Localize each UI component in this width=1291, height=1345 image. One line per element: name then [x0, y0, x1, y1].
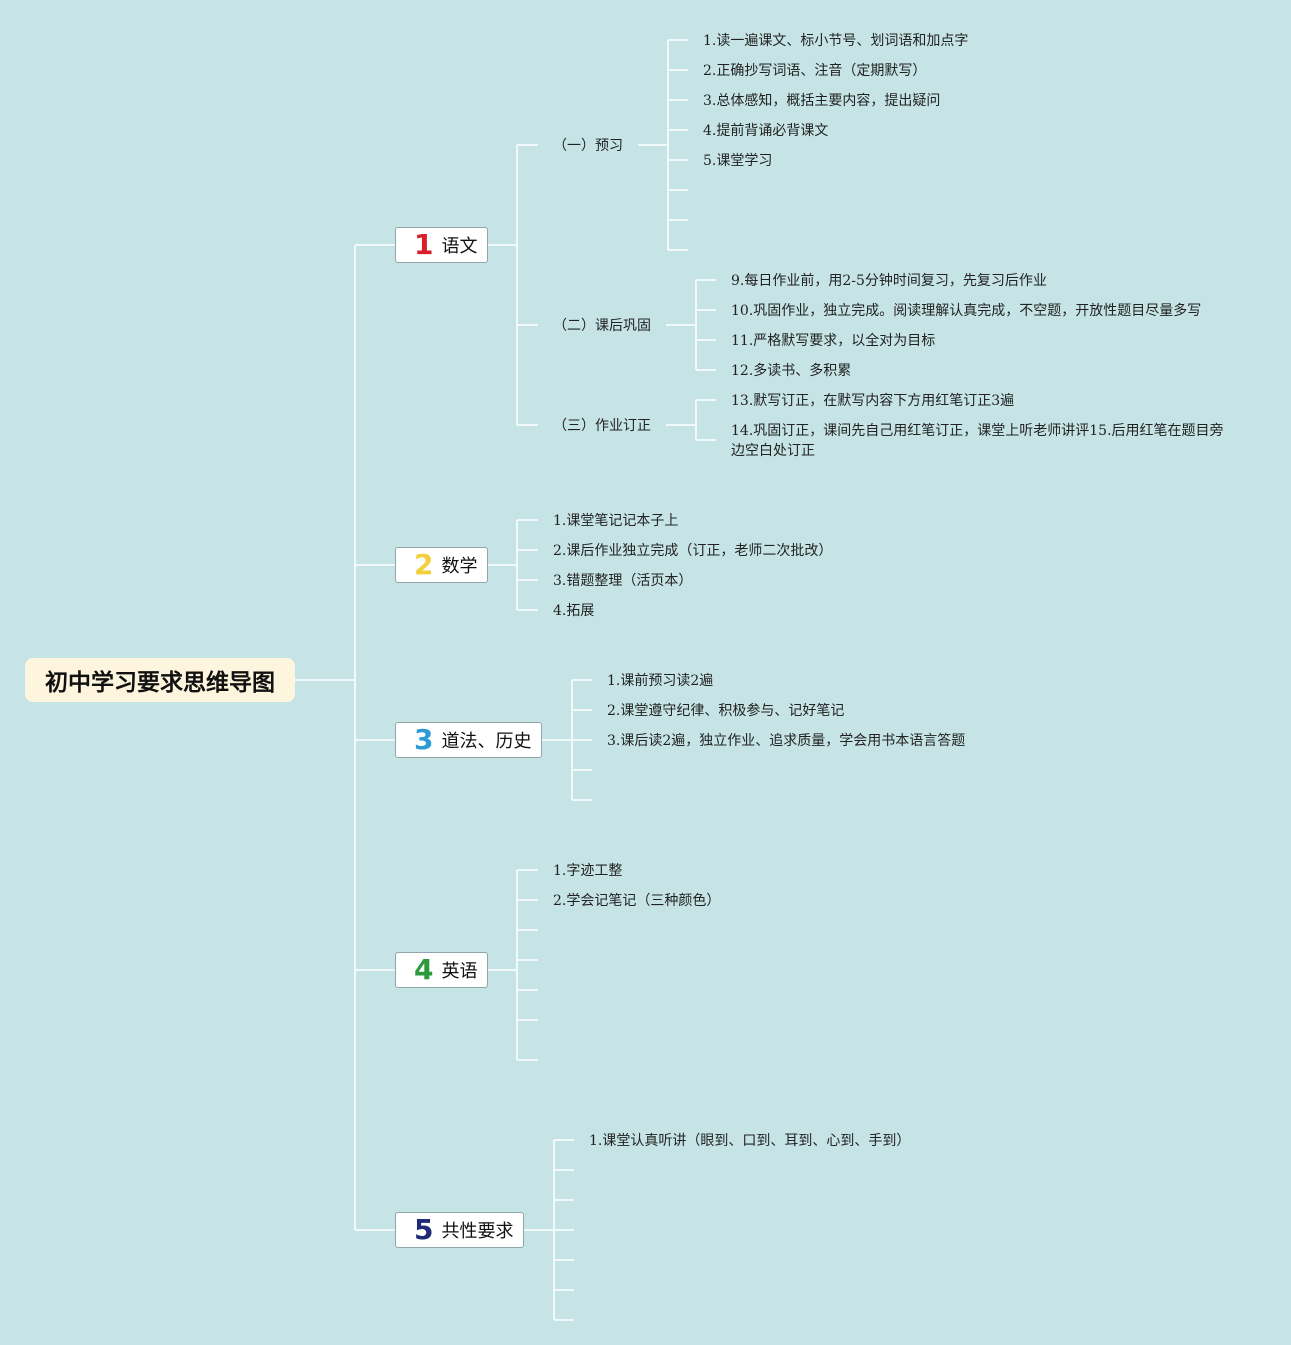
branch-math[interactable]: 2 数学 — [395, 547, 488, 583]
branch-number-5: 5 — [414, 1213, 434, 1246]
leaf-item[interactable]: 12.多读书、多积累 — [731, 363, 852, 379]
leaf-item[interactable]: 11.严格默写要求，以全对为目标 — [731, 333, 936, 349]
branch-number-2: 2 — [414, 548, 434, 581]
branch-label: 英语 — [441, 961, 478, 982]
branch-number-1: 1 — [414, 228, 434, 261]
leaf-item[interactable]: 10.巩固作业，独立完成。阅读理解认真完成，不空题，开放性题目尽量多写 — [731, 303, 1202, 319]
branch-label: 语文 — [441, 236, 478, 257]
leaf-item[interactable]: 3.课后读2遍，独立作业、追求质量，学会用书本语言答题 — [607, 733, 966, 749]
leaf-item[interactable]: 9.每日作业前，用2-5分钟时间复习，先复习后作业 — [731, 273, 1047, 289]
leaf-item[interactable]: 2.课堂遵守纪律、积极参与、记好笔记 — [607, 703, 845, 719]
leaf-item[interactable]: 5.课堂学习 — [703, 153, 773, 169]
branch-number-4: 4 — [414, 953, 434, 986]
leaf-item[interactable]: 13.默写订正，在默写内容下方用红笔订正3遍 — [731, 393, 1015, 409]
group-review[interactable]: （二）课后巩固 — [553, 318, 651, 334]
leaf-item[interactable]: 3.错题整理（活页本） — [553, 573, 693, 589]
leaf-item[interactable]: 2.正确抄写词语、注音（定期默写） — [703, 63, 927, 79]
leaf-item[interactable]: 1.读一遍课文、标小节号、划词语和加点字 — [703, 33, 969, 49]
leaf-item[interactable]: 4.提前背诵必背课文 — [703, 123, 829, 139]
root-title: 初中学习要求思维导图 — [45, 670, 275, 696]
group-preview[interactable]: （一）预习 — [553, 138, 623, 154]
root-topic[interactable]: 初中学习要求思维导图 — [25, 658, 295, 702]
leaf-item[interactable]: 1.课堂认真听讲（眼到、口到、耳到、心到、手到） — [589, 1133, 911, 1149]
leaf-item[interactable]: 1.课堂笔记记本子上 — [553, 513, 679, 529]
leaf-item[interactable]: 3.总体感知，概括主要内容，提出疑问 — [703, 93, 941, 109]
leaf-item[interactable]: 1.字迹工整 — [553, 863, 623, 879]
leaf-item[interactable]: 2.学会记笔记（三种颜色） — [553, 893, 721, 909]
leaf-item[interactable]: 2.课后作业独立完成（订正，老师二次批改） — [553, 543, 833, 559]
leaf-item[interactable]: 4.拓展 — [553, 603, 595, 619]
group-correction[interactable]: （三）作业订正 — [553, 418, 651, 434]
branch-morality-history[interactable]: 3 道法、历史 — [395, 722, 542, 758]
branch-number-3: 3 — [414, 723, 434, 756]
leaf-item[interactable]: 14.巩固订正，课间先自己用红笔订正，课堂上听老师讲评15.后用红笔在题目旁边空… — [731, 423, 1224, 459]
branch-label: 道法、历史 — [441, 731, 532, 752]
leaf-item[interactable]: 1.课前预习读2遍 — [607, 673, 714, 689]
branch-chinese[interactable]: 1 语文 — [395, 227, 488, 263]
branch-common[interactable]: 5 共性要求 — [395, 1212, 524, 1248]
branch-label: 数学 — [441, 556, 478, 577]
branch-label: 共性要求 — [441, 1221, 514, 1242]
branch-english[interactable]: 4 英语 — [395, 952, 488, 988]
